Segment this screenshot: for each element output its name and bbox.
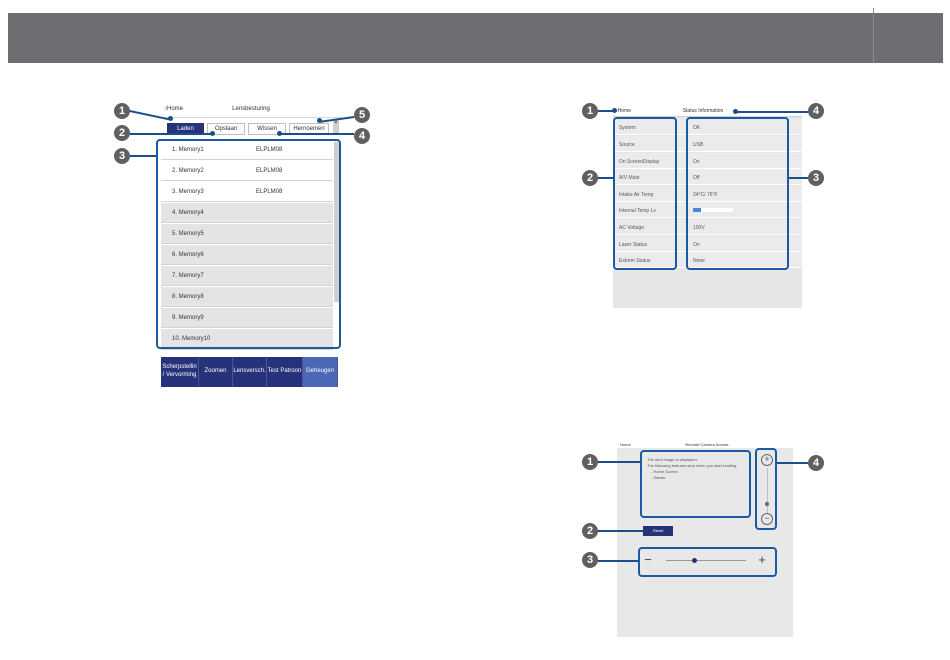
tabs-scroll-arrow[interactable]: ▲ — [333, 119, 339, 135]
callout-line — [130, 133, 213, 135]
banner-divider — [873, 8, 874, 63]
callout-3: 3 — [582, 552, 598, 568]
header-banner — [8, 13, 943, 63]
zoom-slider-knob[interactable] — [765, 502, 769, 506]
callout-4: 4 — [354, 128, 370, 144]
zoom-button[interactable]: Zoomen — [199, 357, 233, 387]
tab-save[interactable]: Opslaan — [207, 123, 245, 135]
callout-line — [788, 177, 808, 179]
callout-dot — [277, 131, 282, 136]
camera-header: Home Remote Camera Access — [617, 440, 793, 448]
memory-row[interactable]: 8. Memory8 — [161, 287, 333, 307]
focus-plus-button[interactable]: + — [758, 552, 766, 567]
callout-line — [598, 461, 640, 463]
memory-row[interactable]: 6. Memory6 — [161, 245, 333, 265]
memory-row[interactable]: 9. Memory9 — [161, 308, 333, 328]
callout-line — [280, 133, 354, 135]
callout-line — [598, 560, 638, 562]
callout-dot — [317, 118, 322, 123]
callout-line — [130, 155, 156, 157]
zoom-out-icon[interactable]: − — [761, 513, 773, 525]
callout-1: 1 — [582, 103, 598, 119]
callout-3: 3 — [808, 170, 824, 186]
home-back-label: Home — [617, 108, 632, 114]
reset-button[interactable]: Reset — [643, 526, 673, 536]
zoom-control: + − — [758, 451, 777, 529]
page-title: Status Information — [682, 108, 724, 114]
zoom-highlight — [755, 448, 777, 530]
home-back-link[interactable]: ‹Home — [616, 108, 631, 114]
callout-1: 1 — [114, 103, 130, 119]
callout-1: 1 — [582, 454, 598, 470]
status-row: Internal Temp Lv — [613, 202, 802, 218]
lens-header: ‹Home Lensbesturing — [161, 100, 341, 118]
callout-4: 4 — [808, 103, 824, 119]
internal-temp-fill — [693, 208, 701, 212]
focus-highlight — [638, 547, 777, 577]
memory-tabs: Laden Opslaan Wissen Hernoemen — [161, 119, 341, 138]
home-back-label: Home — [167, 106, 184, 112]
focus-slider-knob[interactable] — [692, 558, 697, 563]
internal-temp-bar — [693, 208, 733, 212]
memory-list-highlight — [156, 139, 341, 349]
callout-2: 2 — [582, 523, 598, 539]
callout-dot — [168, 116, 173, 121]
zoom-in-icon[interactable]: + — [761, 454, 773, 466]
lens-shift-button[interactable]: Lensversch. — [233, 357, 267, 387]
camera-message: The shot image is displayed. The followi… — [647, 457, 738, 480]
memory-row[interactable]: 10. Memory10 — [161, 329, 333, 350]
focus-distortion-button[interactable]: Scherpstellin / Vervorming — [161, 357, 199, 387]
callout-4: 4 — [808, 455, 824, 471]
focus-control: − + — [638, 547, 773, 573]
callout-2: 2 — [582, 170, 598, 186]
test-pattern-button[interactable]: Test Patroon — [267, 357, 303, 387]
status-labels-highlight — [613, 117, 677, 270]
lens-control-panel: ‹Home Lensbesturing Laden Opslaan Wissen… — [161, 100, 341, 390]
page-title: Remote Camera Access — [685, 442, 729, 447]
status-values-highlight — [686, 117, 789, 270]
home-back-link[interactable]: ‹Home — [165, 106, 184, 112]
memory-button[interactable]: Geheugen — [303, 357, 338, 387]
callout-dot — [210, 131, 215, 136]
callout-line — [598, 110, 614, 112]
callout-line — [598, 530, 643, 532]
callout-line — [736, 111, 808, 113]
callout-dot — [612, 108, 617, 113]
tab-erase[interactable]: Wissen — [248, 123, 286, 135]
callout-line — [777, 462, 808, 464]
memory-row[interactable]: 5. Memory5 — [161, 224, 333, 244]
callout-dot — [733, 109, 738, 114]
focus-track[interactable] — [666, 560, 746, 561]
callout-line — [598, 177, 614, 179]
focus-minus-button[interactable]: − — [644, 552, 652, 567]
callout-5: 5 — [354, 107, 370, 123]
page-title: Lensbesturing — [232, 106, 270, 112]
memory-row[interactable]: 7. Memory7 — [161, 266, 333, 286]
message-highlight — [640, 450, 751, 518]
memory-scrollbar[interactable] — [334, 142, 339, 302]
camera-panel: Home Remote Camera Access The shot image… — [617, 440, 793, 637]
memory-row[interactable]: 4. Memory4 — [161, 203, 333, 223]
status-header: ‹Home Status Information — [613, 103, 802, 117]
home-back-link[interactable]: Home — [620, 442, 631, 447]
lens-bottom-nav: Scherpstellin / Vervorming Zoomen Lensve… — [161, 357, 338, 387]
callout-3: 3 — [114, 148, 130, 164]
zoom-track[interactable] — [767, 468, 768, 513]
callout-2: 2 — [114, 125, 130, 141]
